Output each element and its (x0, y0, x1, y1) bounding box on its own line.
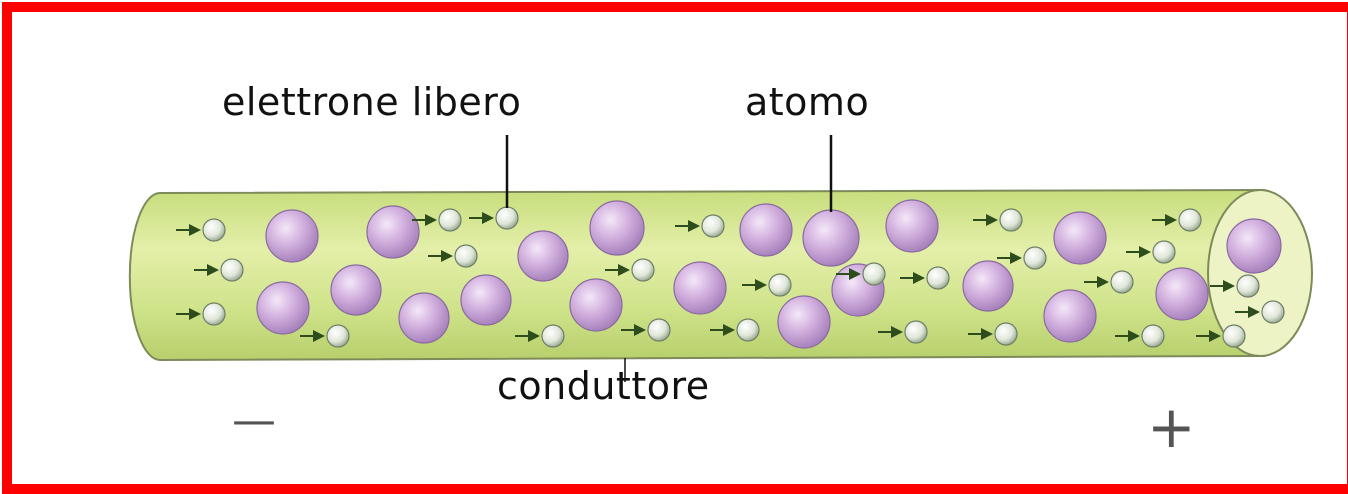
free-electron-circle (1179, 209, 1201, 231)
atom-circle (257, 282, 309, 334)
free-electron-circle (439, 209, 461, 231)
free-electron-circle (737, 319, 759, 341)
atom-circle (1156, 268, 1208, 320)
atom-circle (1044, 290, 1096, 342)
atom-circle (1227, 219, 1281, 273)
atom-circle (674, 262, 726, 314)
free-electron-circle (221, 259, 243, 281)
free-electron-circle (1142, 325, 1164, 347)
free-electron-circle (1262, 301, 1284, 323)
atom-circle (570, 279, 622, 331)
atom-circle (331, 265, 381, 315)
atom-circle (518, 231, 568, 281)
atom-circle (461, 275, 511, 325)
free-electron-circle (203, 303, 225, 325)
free-electron-circle (1223, 325, 1245, 347)
positive-terminal-sign: + (1147, 393, 1196, 461)
free-electron-circle (1237, 275, 1259, 297)
atom-circle (266, 210, 318, 262)
free-electron-circle (863, 263, 885, 285)
free-electron-circle (1111, 271, 1133, 293)
free-electron-circle (648, 319, 670, 341)
atom-circle (740, 204, 792, 256)
free-electron-circle (769, 274, 791, 296)
atom-circle (803, 210, 859, 266)
free-electron-circle (1024, 247, 1046, 269)
atom-circle (886, 200, 938, 252)
label-conductor: conduttore (497, 364, 710, 408)
label-free-electron: elettrone libero (222, 80, 521, 124)
atom-circle (778, 296, 830, 348)
free-electron-circle (1153, 241, 1175, 263)
free-electron-circle (995, 323, 1017, 345)
atom-circle (963, 261, 1013, 311)
atom-circle (1054, 212, 1106, 264)
atom-circle (367, 206, 419, 258)
free-electron-circle (455, 245, 477, 267)
free-electron-circle (702, 215, 724, 237)
label-atom: atomo (745, 80, 869, 124)
free-electron-circle (496, 207, 518, 229)
free-electron-circle (327, 325, 349, 347)
free-electron-circle (927, 267, 949, 289)
atom-circle (590, 201, 644, 255)
negative-terminal-sign: — (232, 395, 277, 446)
free-electron-circle (905, 321, 927, 343)
free-electron-circle (1000, 209, 1022, 231)
free-electron-circle (542, 325, 564, 347)
free-electron-circle (632, 259, 654, 281)
free-electron-circle (203, 219, 225, 241)
atom-circle (399, 293, 449, 343)
